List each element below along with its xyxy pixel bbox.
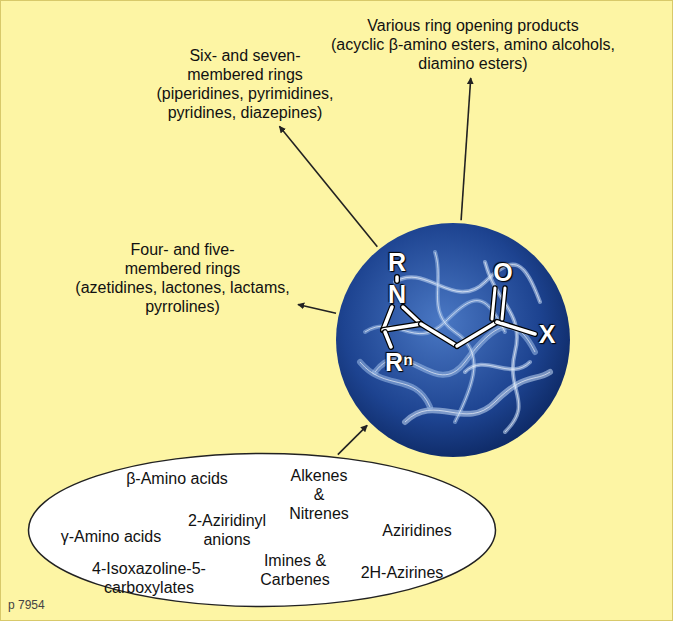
aziridine-core: RN Rⁿ O X (335, 222, 571, 458)
product-group: Six- and seven-membered rings(piperidine… (140, 44, 350, 124)
atom-label: R (388, 248, 406, 276)
product-group: Four- and five-membered rings(azetidines… (70, 238, 295, 318)
precursor-name: Aziridines (367, 521, 467, 540)
group-heading: Various ring opening products (322, 16, 624, 35)
precursor-ellipse: β-Amino acids Alkenes & Nitrenes γ-Amino a… (27, 452, 497, 608)
precursor-name: Imines & Carbenes (259, 551, 331, 589)
precursor-name: Alkenes & Nitrenes (283, 466, 355, 523)
precursor-name: β-Amino acids (112, 469, 242, 488)
group-examples: (acyclic β-amino esters, amino alcohols,… (322, 35, 624, 73)
product-group: Various ring opening products(acyclic β-… (318, 14, 628, 75)
group-examples: (azetidines, lactones, lactams, pyrrolin… (74, 278, 291, 316)
group-examples: (piperidines, pyrimidines, pyridines, di… (144, 84, 346, 122)
precursor-name: 2H-Azirines (347, 563, 457, 582)
arrow-connector (461, 78, 471, 220)
atom-label: O (493, 258, 512, 286)
group-heading: Four- and five-membered rings (103, 240, 263, 278)
group-heading: Six- and seven-membered rings (170, 46, 320, 84)
arrow-connector (279, 126, 377, 247)
protein-sphere (335, 222, 571, 458)
arrow-connector (338, 425, 367, 454)
arrow-connector (298, 304, 336, 313)
atom-label: N (388, 280, 406, 308)
precursor-name: γ-Amino acids (51, 527, 171, 546)
precursor-name: 2-Aziridinyl anions (177, 511, 277, 549)
atom-label: X (539, 320, 556, 348)
atom-label: Rⁿ (385, 348, 413, 376)
precursor-name: 4-Isoxazoline-5-carboxylates (79, 559, 219, 597)
page-number: p 7954 (8, 598, 45, 612)
